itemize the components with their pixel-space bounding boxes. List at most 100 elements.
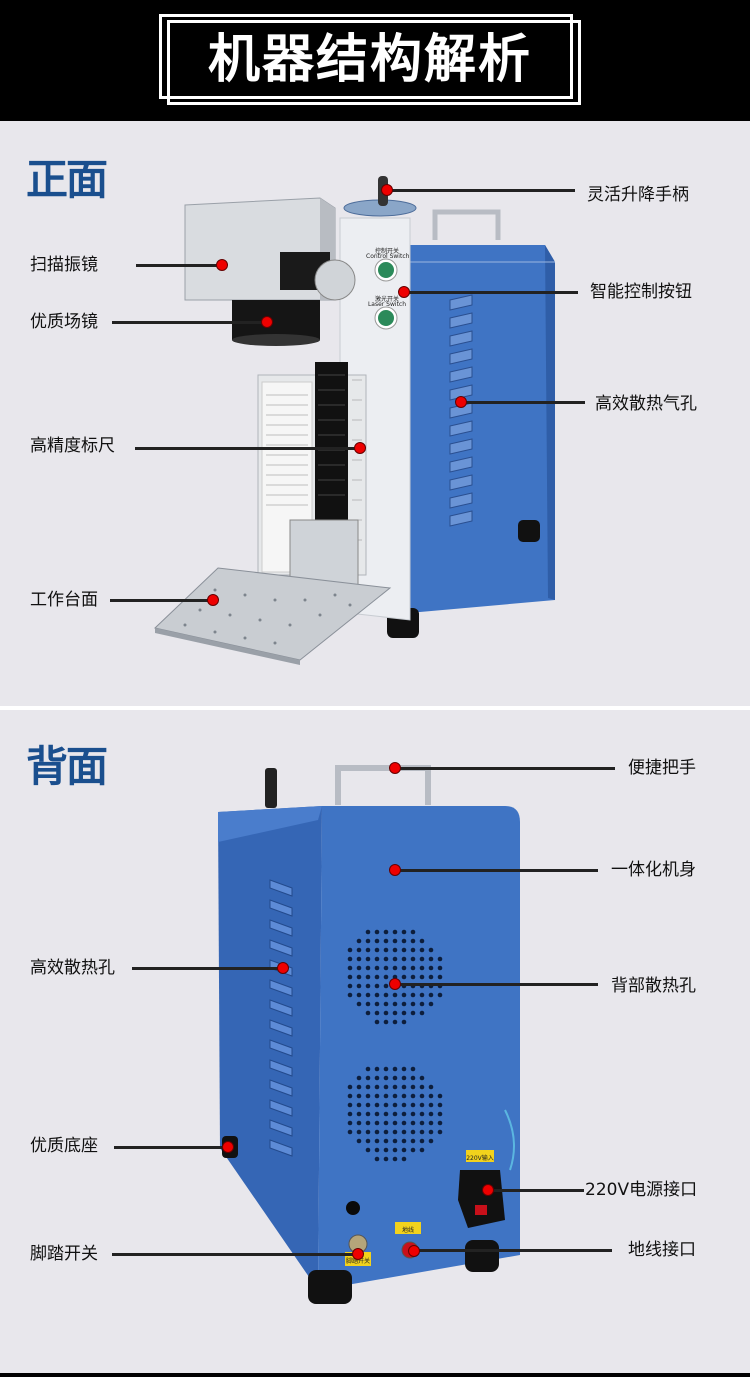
vent-hole <box>410 1001 416 1007</box>
vent-hole <box>401 947 407 953</box>
callout-line <box>395 983 598 986</box>
vent-hole <box>374 1111 380 1117</box>
vent-hole <box>428 1084 434 1090</box>
label-carry-handle: 便捷把手 <box>628 758 696 778</box>
callout-line <box>135 447 360 450</box>
vent-hole <box>392 1084 398 1090</box>
back-section-title: 背面 <box>26 742 108 791</box>
vent-hole <box>374 1066 380 1072</box>
vent-hole <box>365 938 371 944</box>
label-field-lens: 优质场镜 <box>30 312 98 332</box>
vent-hole <box>419 974 425 980</box>
vent-hole <box>392 1093 398 1099</box>
vent-hole <box>392 956 398 962</box>
front-machine-image <box>153 176 555 665</box>
title-frame-inner <box>167 20 581 105</box>
vent-hole <box>437 1093 443 1099</box>
vent-hole <box>356 1093 362 1099</box>
vent-hole <box>401 1084 407 1090</box>
header-banner: 机器结构解析 <box>0 0 750 121</box>
vent-hole <box>347 1102 353 1108</box>
vent-hole <box>428 1129 434 1135</box>
vent-hole <box>383 938 389 944</box>
vent-hole <box>401 992 407 998</box>
vent-hole <box>410 956 416 962</box>
vent-hole <box>419 1010 425 1016</box>
vent-hole <box>401 965 407 971</box>
label-side-vents: 高效散热孔 <box>30 958 115 978</box>
vent-hole <box>392 1075 398 1081</box>
vent-hole <box>419 965 425 971</box>
vent-hole <box>383 983 389 989</box>
vent-hole <box>356 1102 362 1108</box>
vent-hole <box>383 1102 389 1108</box>
callout-line <box>136 264 222 267</box>
vent-hole <box>374 1075 380 1081</box>
vent-hole <box>383 1129 389 1135</box>
callout-dot <box>482 1184 494 1196</box>
vent-hole <box>347 965 353 971</box>
vent-hole <box>374 983 380 989</box>
vent-hole <box>410 1120 416 1126</box>
vent-hole <box>383 1156 389 1162</box>
vent-hole <box>347 956 353 962</box>
vent-hole <box>374 929 380 935</box>
vent-hole <box>356 1001 362 1007</box>
callout-line <box>488 1189 584 1192</box>
vent-hole <box>392 1010 398 1016</box>
vent-hole <box>419 938 425 944</box>
vent-hole <box>347 1084 353 1090</box>
vent-hole <box>392 947 398 953</box>
vent-hole <box>383 1019 389 1025</box>
callout-dot <box>354 442 366 454</box>
vent-hole <box>374 1138 380 1144</box>
control-switch-label-cn: 控制开关 <box>374 248 399 255</box>
vent-hole <box>374 956 380 962</box>
vent-hole <box>365 1001 371 1007</box>
vent-hole <box>437 1111 443 1117</box>
label-ruler: 高精度标尺 <box>30 436 115 456</box>
callout-dot <box>277 962 289 974</box>
vent-hole <box>437 1102 443 1108</box>
vent-hole <box>365 1066 371 1072</box>
callout-line <box>132 967 283 970</box>
callout-dot <box>408 1245 420 1257</box>
callout-dot <box>222 1141 234 1153</box>
vent-hole <box>392 1111 398 1117</box>
callout-line <box>404 291 578 294</box>
vent-hole <box>401 1010 407 1016</box>
vent-hole <box>428 1138 434 1144</box>
vent-hole <box>401 938 407 944</box>
power-input-tag: 220V输入 <box>466 1155 494 1162</box>
vent-hole <box>437 965 443 971</box>
vent-hole <box>365 1120 371 1126</box>
vent-hole <box>356 965 362 971</box>
vent-hole <box>356 992 362 998</box>
vent-hole <box>374 947 380 953</box>
vent-hole <box>347 974 353 980</box>
vent-hole <box>419 947 425 953</box>
label-lifting-handle: 灵活升降手柄 <box>587 185 689 205</box>
callout-line <box>114 1146 228 1149</box>
vent-hole <box>383 1066 389 1072</box>
vent-hole <box>419 1084 425 1090</box>
vent-hole <box>383 1001 389 1007</box>
vent-hole <box>437 956 443 962</box>
callout-line <box>112 1253 358 1256</box>
vent-hole <box>365 1111 371 1117</box>
label-base: 优质底座 <box>30 1136 98 1156</box>
callout-dot <box>352 1248 364 1260</box>
vent-hole <box>437 974 443 980</box>
vent-hole <box>383 1147 389 1153</box>
vent-hole <box>419 1093 425 1099</box>
callout-dot <box>261 316 273 328</box>
vent-hole <box>374 992 380 998</box>
vent-hole <box>392 929 398 935</box>
label-integrated-body: 一体化机身 <box>611 860 696 880</box>
vent-hole <box>392 1066 398 1072</box>
title-frame-outer <box>159 14 573 99</box>
vent-hole <box>365 965 371 971</box>
vent-hole <box>401 1156 407 1162</box>
vent-hole <box>365 1129 371 1135</box>
vent-hole <box>392 965 398 971</box>
